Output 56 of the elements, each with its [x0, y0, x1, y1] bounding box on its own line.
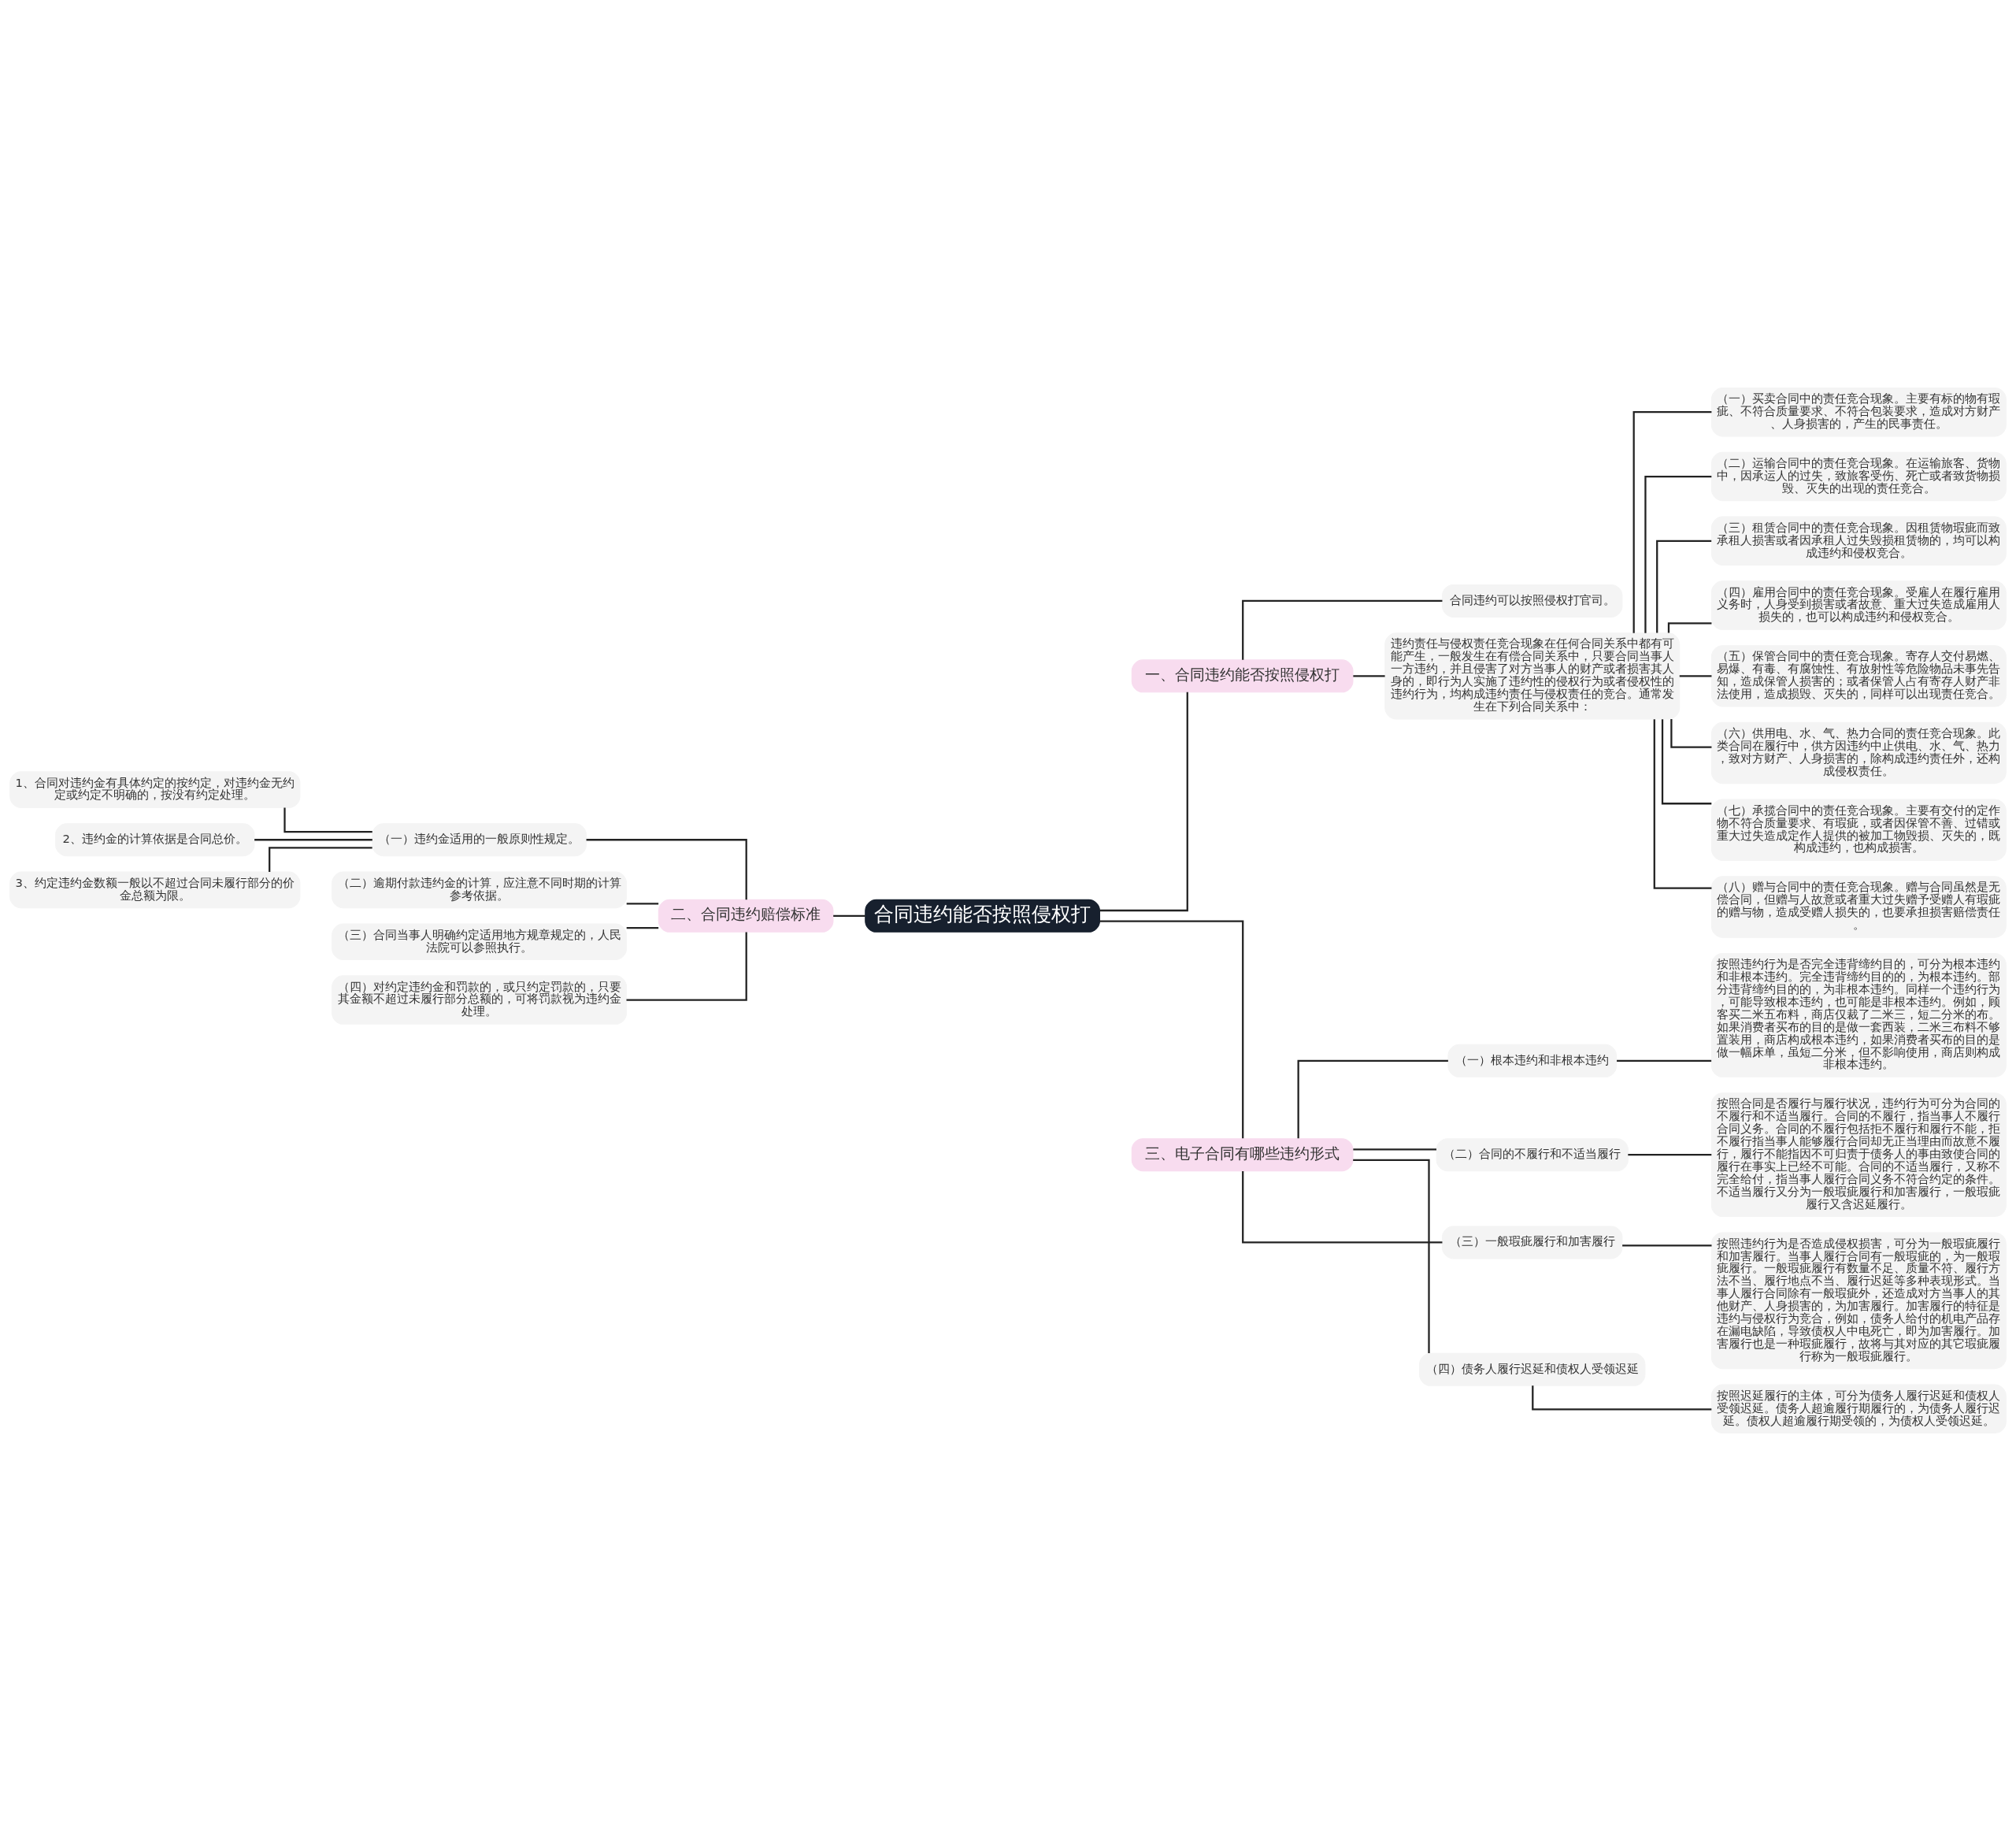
connector	[1353, 675, 1385, 677]
connector	[833, 914, 865, 917]
connector	[1644, 475, 1712, 633]
node-box: 违约责任与侵权责任竞合现象在任何合同关系中都有可能产生，一般发生在有偿合同关系中，只要合同当事人一方违约，并且侵害了对方当事人的财产或者损害其人身的，即行为人实施了违约性的侵权行为或者侵权性的违约行为，均构成违约责任与侵权责任的竞合。通常发生在下列合同关系中：	[1384, 632, 1681, 720]
connector	[1632, 411, 1712, 633]
node-box: 2、违约金的计算依据是合同总价。	[55, 823, 255, 857]
node-box: （四）债务人履行迟延和债权人受领迟延	[1419, 1352, 1646, 1386]
node-box: （三）一般瑕疵履行和加害履行	[1442, 1226, 1623, 1259]
node-box: 合同违约能否按照侵权打	[865, 899, 1100, 933]
node-box: （一）违约金适用的一般原则性规定。	[372, 823, 587, 857]
connector	[1242, 1171, 1443, 1244]
node-box: （三）合同当事人明确约定适用地方规章规定的，人民法院可以参照执行。	[332, 923, 628, 961]
node-box: （二）逾期付款违约金的计算，应注意不同时期的计算参考依据。	[332, 871, 628, 909]
node-box: 按照迟延履行的主体，可分为债务人履行迟延和债权人受领迟延。债务人超逾履行期履行的，为债务人履行迟延。债权人超逾履行期受领的，为债权人受领迟延。	[1710, 1384, 2007, 1434]
connector	[1617, 1059, 1712, 1062]
connector	[1667, 622, 1712, 633]
node-box: （一）根本违约和非根本违约	[1447, 1044, 1618, 1077]
connector	[1661, 719, 1712, 805]
node-box: 合同违约可以按照侵权打官司。	[1442, 584, 1623, 618]
node-box: 3、约定违约金数额一般以不超过合同未履行部分的价金总额为限。	[9, 871, 301, 909]
node-box: （二）合同的不履行和不适当履行	[1436, 1138, 1629, 1172]
connector	[269, 847, 372, 872]
connector	[1679, 675, 1712, 677]
node-box: 一、合同违约能否按照侵权打	[1131, 659, 1354, 693]
node-box: 按照违约行为是否完全违背缔约目的，可分为根本违约和非根本违约。完全违背缔约目的的，为根本违约。部分违背缔约目的的，为非根本违约。同样一个违约行为，可能导致根本违约，也可能是非根本违约。例如，顾客买二米五布料，商店仅裁了二米三，短二分米的布。如果消费者买布的目的是做一套西装，二米三布料不够置装用，商店构成根本违约，如果消费者买布的目的是做一幅床单，虽短二分米，但不影响使用，商店则构成非根本违约。	[1710, 952, 2007, 1077]
node-box: 三、电子合同有哪些违约形式	[1131, 1138, 1354, 1172]
connector	[626, 927, 659, 929]
node-box: （一）买卖合同中的责任竞合现象。主要有标的物有瑕疵、不符合质量要求、不符合包装要求，造成对方财产、人身损害的，产生的民事责任。	[1710, 387, 2007, 437]
connector	[1622, 1244, 1712, 1247]
node-box: 按照合同是否履行与履行状况，违约行为可分为合同的不履行和不适当履行。合同的不履行，指当事人不履行合同义务。合同的不履行包括拒不履行和履行不能，拒不履行指当事人能够履行合同却无正当理由而故意不履行，履行不能指因不可归责于债务人的事由致使合同的履行在事实上已经不可能。合同的不适当履行，又称不完全给付，指当事人履行合同义务不符合约定的条件。不适当履行又分为一般瑕疵履行和加害履行，一般瑕疵履行又含迟延履行。	[1710, 1092, 2007, 1218]
connector	[1656, 540, 1712, 633]
connector	[1297, 1059, 1448, 1139]
node-box: 二、合同违约赔偿标准	[658, 899, 834, 933]
connector	[1353, 1159, 1430, 1353]
connector	[1099, 920, 1244, 1139]
node-box: （八）赠与合同中的责任竞合现象。赠与合同虽然是无偿合同，但赠与人故意或者重大过失赠予受赠人有瑕疵的赠与物，造成受赠人损失的，也要承担损害赔偿责任。	[1710, 876, 2007, 938]
connector	[626, 932, 747, 1001]
node-box: （五）保管合同中的责任竞合现象。寄存人交付易燃、易爆、有毒、有腐蚀性、有放射性等危险物品未事先告知，造成保管人损害的；或者保管人占有寄存人财产非法使用，造成损毁、灭失的，同样可以出现责任竞合。	[1710, 645, 2007, 707]
connector	[1353, 1148, 1436, 1151]
node-box: （三）租赁合同中的责任竞合现象。因租赁物瑕疵而致承租人损害或者因承租人过失毁损租赁物的，均可以构成违约和侵权竞合。	[1710, 516, 2007, 566]
connector	[1242, 599, 1443, 660]
connector	[586, 839, 747, 900]
node-box: （二）运输合同中的责任竞合现象。在运输旅客、货物中，因承运人的过失，致旅客受伤、死亡或者致货物损毁、灭失的出现的责任竞合。	[1710, 451, 2007, 502]
node-box: 1、合同对违约金有具体约定的按约定，对违约金无约定或约定不明确的，按没有约定处理。	[9, 771, 301, 808]
connector	[1670, 719, 1712, 748]
node-box: （四）对约定违约金和罚款的，或只约定罚款的，只要其金额不超过未履行部分总额的，可将罚款视为违约金处理。	[332, 975, 628, 1025]
node-box: （六）供用电、水、气、热力合同的责任竞合现象。此类合同在履行中，供方因违约中止供电、水、气、热力，致对方财产、人身损害的，除构成违约责任外，还构成侵权责任。	[1710, 721, 2007, 784]
connector	[1653, 719, 1712, 889]
connector	[284, 807, 372, 833]
connector	[626, 903, 659, 905]
connector	[1628, 1154, 1712, 1156]
node-box: （四）雇用合同中的责任竞合现象。受雇人在履行雇用义务时，人身受到损害或者故意、重大过失造成雇用人损失的，也可以构成违约和侵权竞合。	[1710, 580, 2007, 630]
node-box: 按照违约行为是否造成侵权损害，可分为一般瑕疵履行和加害履行。当事人履行合同有一般瑕疵的，为一般瑕疵履行。一般瑕疵履行有数量不足、质量不符、履行方法不当、履行地点不当、履行迟延等多种表现形式。当事人履行合同除有一般瑕疵外，还造成对方当事人的其他财产、人身损害的，为加害履行。加害履行的特征是违约与侵权行为竞合，例如，债务人给付的机电产品存在漏电缺陷，导致债权人中电死亡，即为加害履行。加害履行也是一种瑕疵履行，故将与其对应的其它瑕疵履行称为一般瑕疵履行。	[1710, 1232, 2007, 1370]
node-box: （七）承揽合同中的责任竞合现象。主要有交付的定作物不符合质量要求、有瑕疵，或者因保管不善、过错或重大过失造成定作人提供的被加工物毁损、灭失的，既构成违约，也构成损害。	[1710, 799, 2007, 861]
connector	[254, 839, 372, 841]
connector	[1099, 692, 1188, 912]
